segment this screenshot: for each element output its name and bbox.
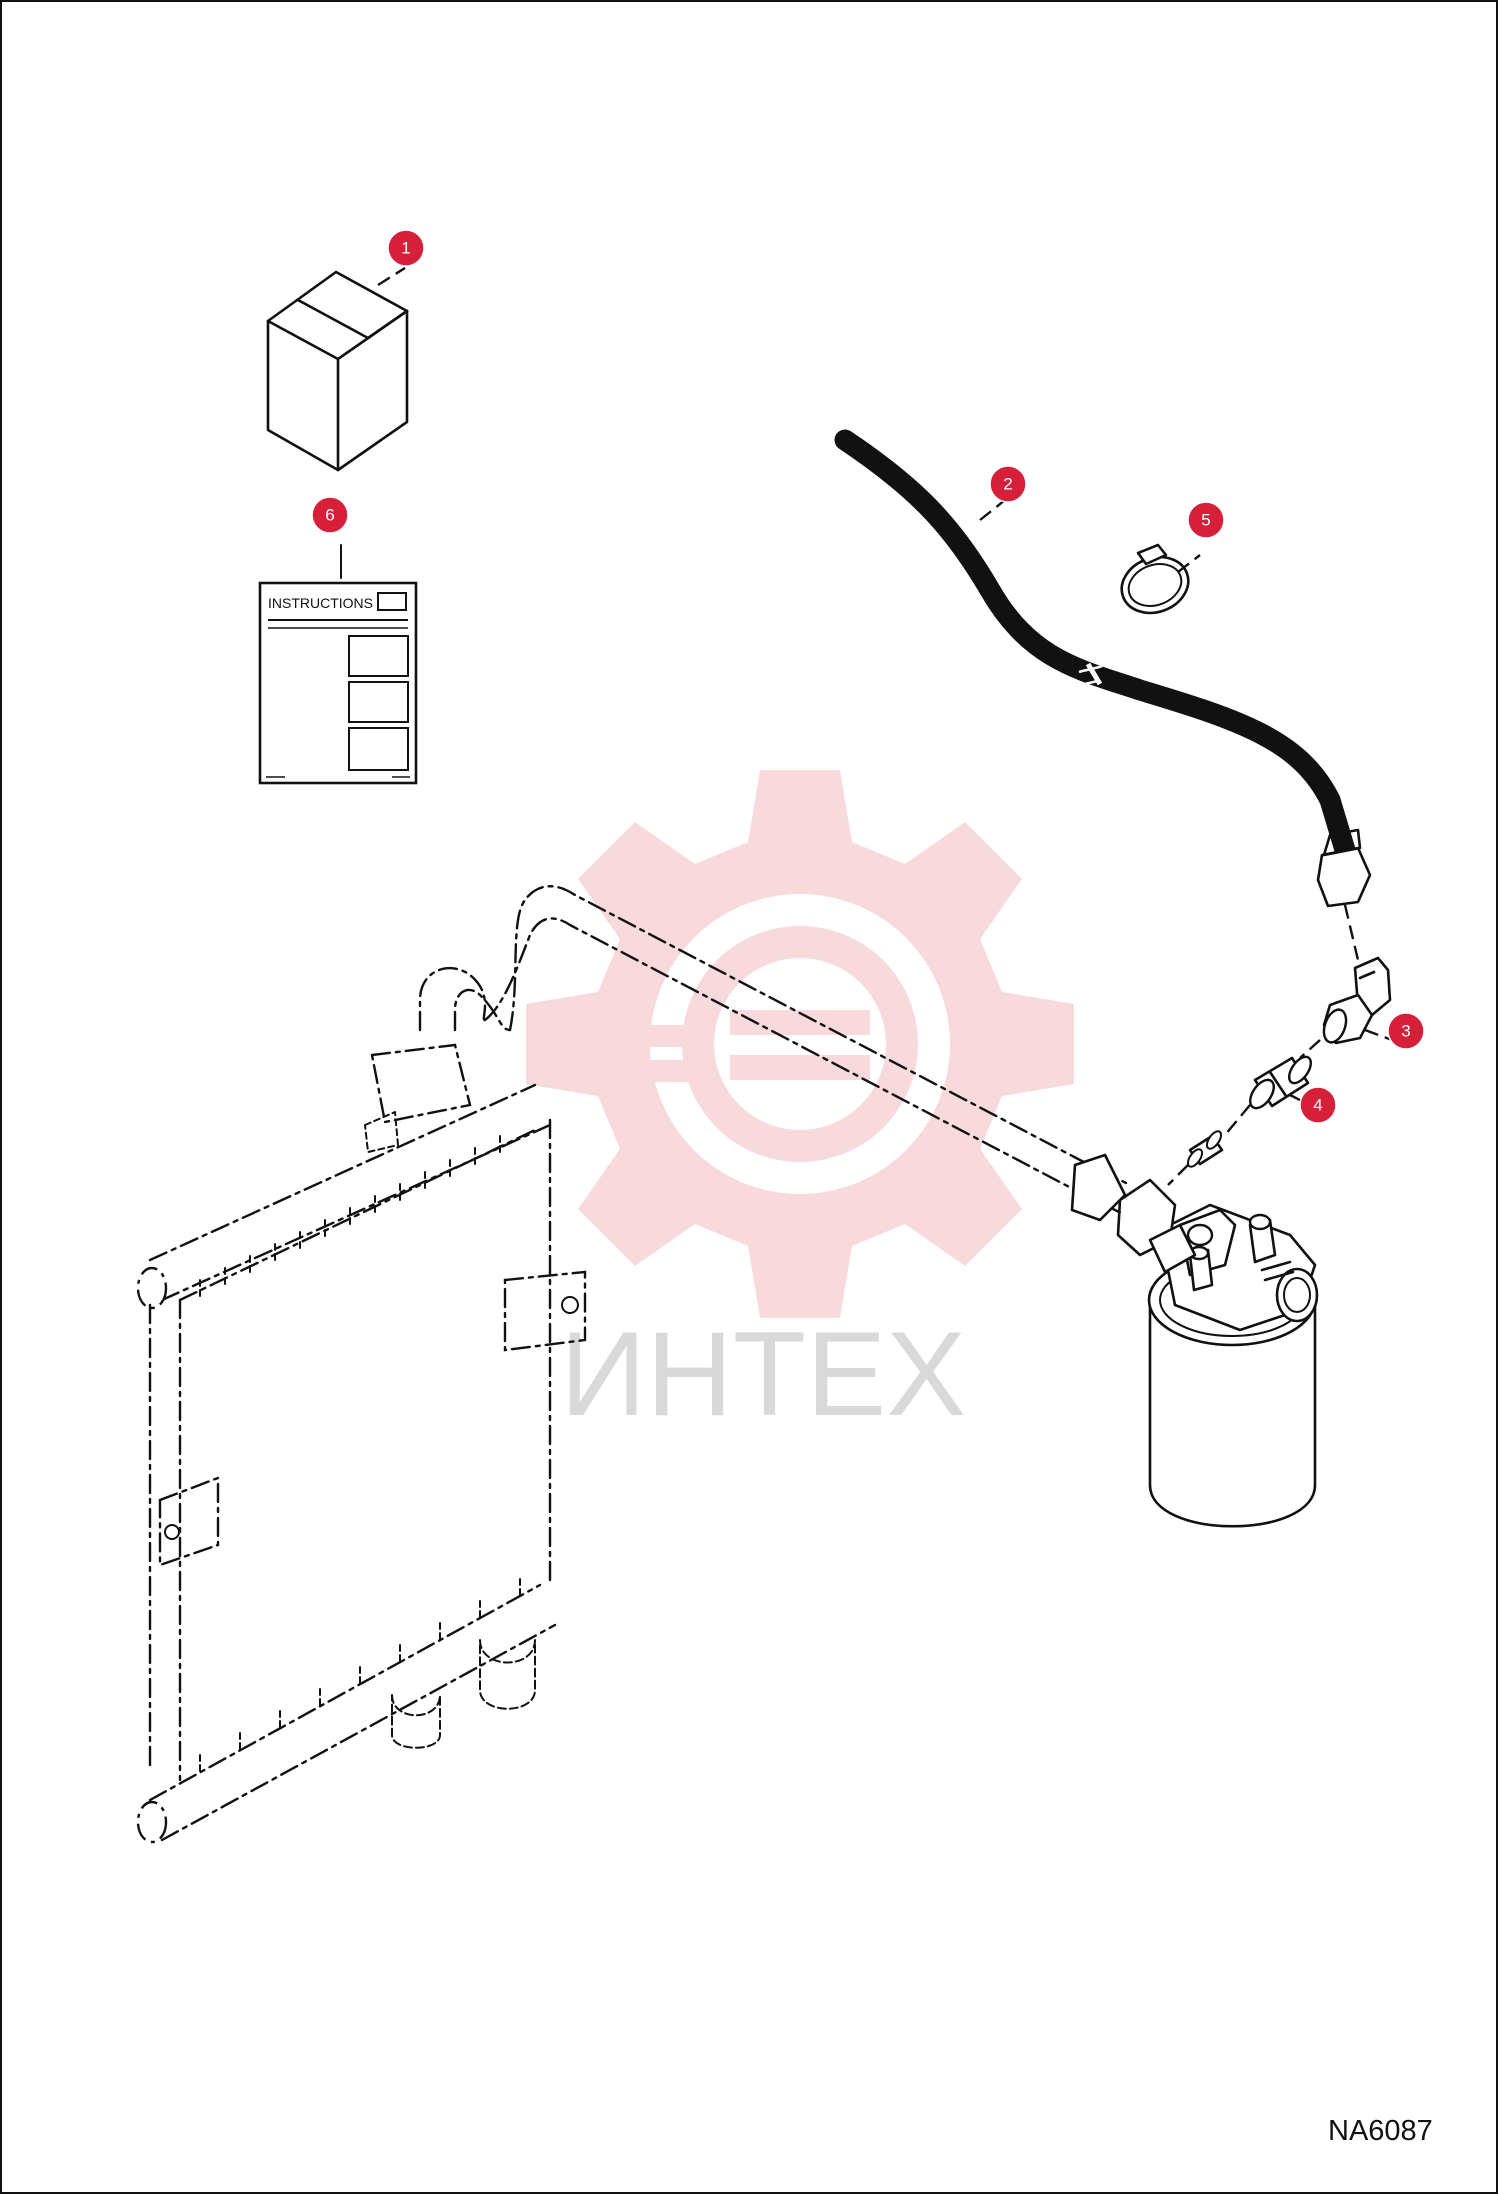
nipple-fitting-part xyxy=(1186,1130,1224,1168)
oil-cooler-phantom xyxy=(136,1043,587,1844)
watermark-text: ИНТЕХ xyxy=(560,1307,966,1441)
leader-2 xyxy=(979,499,1006,521)
callout-3[interactable]: 3 xyxy=(1387,1012,1425,1050)
callout-2[interactable]: 2 xyxy=(989,465,1027,503)
callout-5-label: 5 xyxy=(1201,511,1210,530)
callout-2-label: 2 xyxy=(1003,475,1012,494)
leader-3 xyxy=(1364,1028,1393,1042)
hydraulic-hose-part xyxy=(834,429,1372,908)
callout-4[interactable]: 4 xyxy=(1299,1086,1337,1124)
adapter-fitting-part xyxy=(1249,1055,1313,1110)
connector-hose-elbow xyxy=(1343,904,1360,961)
connector-elbow-adapter xyxy=(1299,1039,1321,1059)
oil-filter-assembly xyxy=(1116,1178,1319,1528)
callout-5[interactable]: 5 xyxy=(1187,501,1225,539)
callout-4-label: 4 xyxy=(1313,1096,1322,1115)
callout-6[interactable]: 6 xyxy=(311,496,349,534)
hose-clamp-part xyxy=(1120,543,1190,615)
callout-1[interactable]: 1 xyxy=(387,229,425,267)
connector-nipple-filter xyxy=(1167,1164,1189,1186)
watermark-gear xyxy=(526,770,1074,1318)
elbow-fitting-part xyxy=(1322,956,1392,1045)
callout-1-label: 1 xyxy=(401,239,410,258)
box-kit-part xyxy=(266,270,409,472)
leader-5 xyxy=(1177,554,1201,573)
instructions-label: INSTRUCTIONS xyxy=(268,595,373,611)
instructions-sheet-part: INSTRUCTIONS xyxy=(258,581,418,785)
drawing-code: NA6087 xyxy=(1328,2115,1433,2147)
steel-line-phantom xyxy=(418,885,1132,1222)
callout-3-label: 3 xyxy=(1401,1022,1410,1041)
callout-6-label: 6 xyxy=(325,506,334,525)
leader-1 xyxy=(377,266,406,287)
connector-adapter-nipple xyxy=(1224,1104,1251,1136)
